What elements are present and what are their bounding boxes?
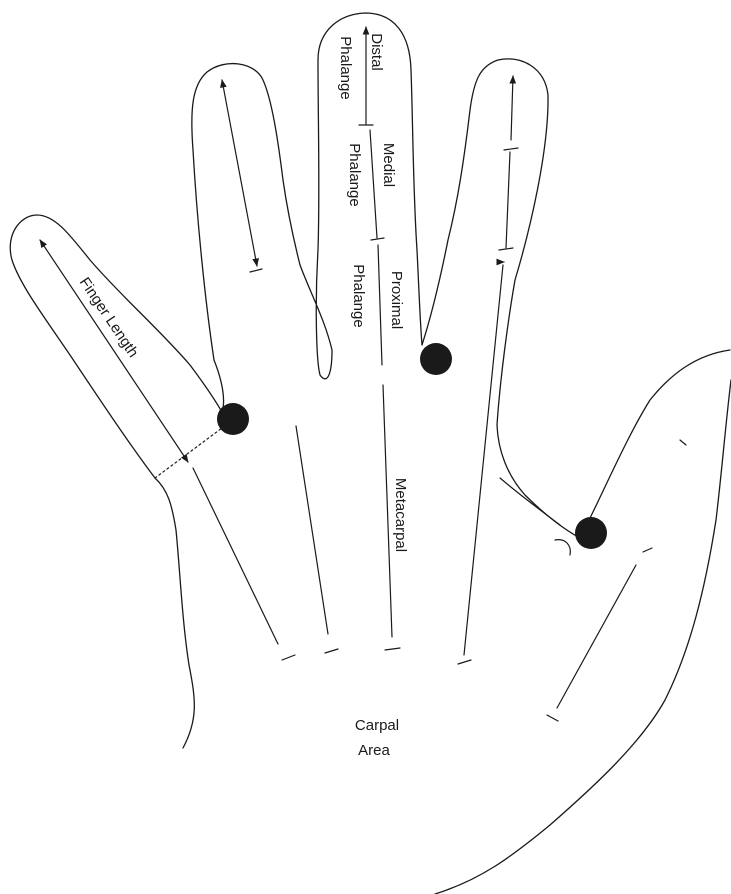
finger-length-arrow — [40, 240, 188, 462]
distal-phalange-label: Phalange — [337, 36, 354, 99]
medial-phalange-label: Phalange — [346, 143, 363, 206]
area-label: Area — [358, 742, 390, 759]
thumb-tick-2 — [643, 548, 652, 552]
knuckle-dot-index — [217, 403, 249, 435]
proximal-phalange-line — [378, 245, 382, 365]
thumb-back-outline — [435, 380, 731, 894]
thumb-metacarpal-line — [557, 565, 636, 708]
metacarpal-tick — [385, 648, 400, 650]
middle-base-tick — [325, 649, 338, 653]
metacarpal-label: Metacarpal — [392, 478, 409, 552]
finger-length-label: Finger Length — [76, 274, 142, 360]
proximal-label: Proximal — [388, 271, 405, 329]
thumb-crease-2 — [555, 540, 570, 555]
finger-4-base-tick — [458, 660, 471, 664]
finger-base-dotted-line — [155, 428, 222, 478]
knuckle-dot-thumb — [575, 517, 607, 549]
index-base-tick — [282, 655, 295, 660]
thumb-tick-1 — [680, 440, 686, 445]
finger-4-metacarpal-line — [464, 265, 503, 655]
thumb-crease-1 — [500, 478, 560, 525]
finger-4-middle-line — [506, 152, 510, 248]
index-metacarpal-line — [193, 468, 278, 644]
finger-2-tick — [250, 269, 262, 272]
knuckle-dot-ring — [420, 343, 452, 375]
medial-phalange-line — [370, 130, 377, 238]
finger-2-length-arrow — [222, 80, 257, 266]
medial-label: Medial — [380, 143, 397, 187]
thumb-base-tick — [547, 715, 558, 721]
distal-label: Distal — [368, 33, 385, 71]
proximal-phalange-label: Phalange — [350, 264, 367, 327]
carpal-label: Carpal — [355, 717, 399, 734]
finger-4-distal-arrow — [511, 76, 513, 140]
metacarpal-line — [383, 385, 392, 637]
finger-4-tick-1 — [504, 148, 518, 150]
hand-outline — [10, 13, 730, 748]
middle-metacarpal-line — [296, 426, 328, 634]
